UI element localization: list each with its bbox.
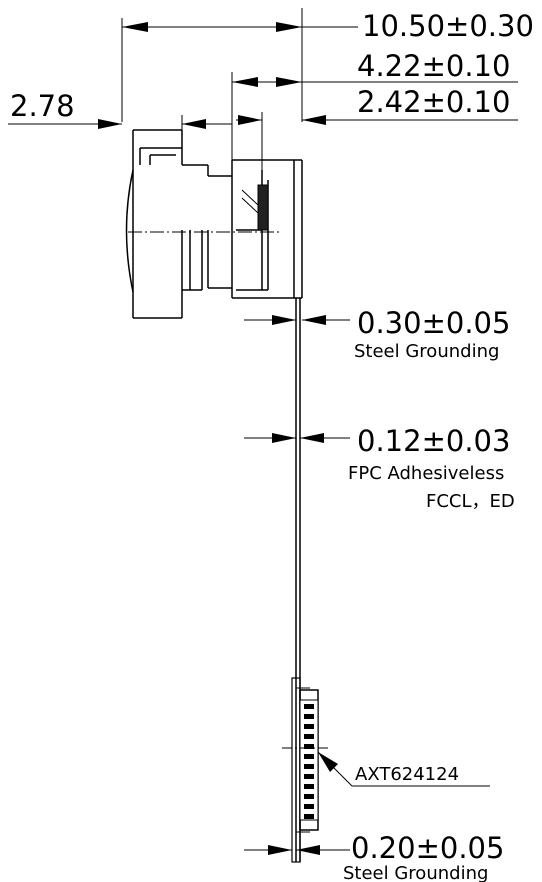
dimension-overall-length: 10.50±0.30 [121,8,534,122]
dimension-label-overall-length: 10.50±0.30 [362,9,534,43]
dimension-label-lens-barrel: 4.22±0.10 [357,49,510,83]
camera-module-body [125,129,303,319]
dimension-steel-top: 0.30±0.05 Steel Grounding [244,306,510,362]
connector-part-number: AXT624124 [355,764,459,785]
connector-contact [304,714,314,719]
connector-contacts [304,704,314,819]
dimension-holder-depth: 2.42±0.10 [236,85,518,170]
dimension-lens-offset: 2.78 [8,89,232,140]
dimension-label-steel-top: 0.30±0.05 [357,306,510,340]
note-steel-top: Steel Grounding [354,341,499,362]
connector-contact [304,804,314,809]
dimension-label-steel-bottom: 0.20±0.05 [351,831,504,865]
connector-contact [304,724,314,729]
connector-contact [304,774,314,779]
dimension-label-lens-offset: 2.78 [10,89,75,123]
dimension-label-holder-depth: 2.42±0.10 [357,85,510,119]
connector-contact [304,814,314,819]
dimension-fpc: 0.12±0.03 FPC Adhesiveless FCCL，ED [244,424,515,512]
dimension-label-fpc: 0.12±0.03 [357,424,510,458]
connector-contact [304,784,314,789]
connector-contact [304,754,314,759]
note-steel-bottom: Steel Grounding [343,863,488,882]
dimension-lens-barrel: 4.22±0.10 [231,49,518,160]
note-fpc-line-2: FCCL，ED [426,491,515,512]
connector-contact [304,734,314,739]
connector-contact [304,704,314,709]
connector-contact [304,764,314,769]
connector-contact [304,794,314,799]
connector-axt624124: AXT624124 [282,677,490,863]
connector-contact [304,744,314,749]
note-fpc-line-1: FPC Adhesiveless [348,463,504,484]
dimension-steel-bottom: 0.20±0.05 Steel Grounding [244,831,504,882]
